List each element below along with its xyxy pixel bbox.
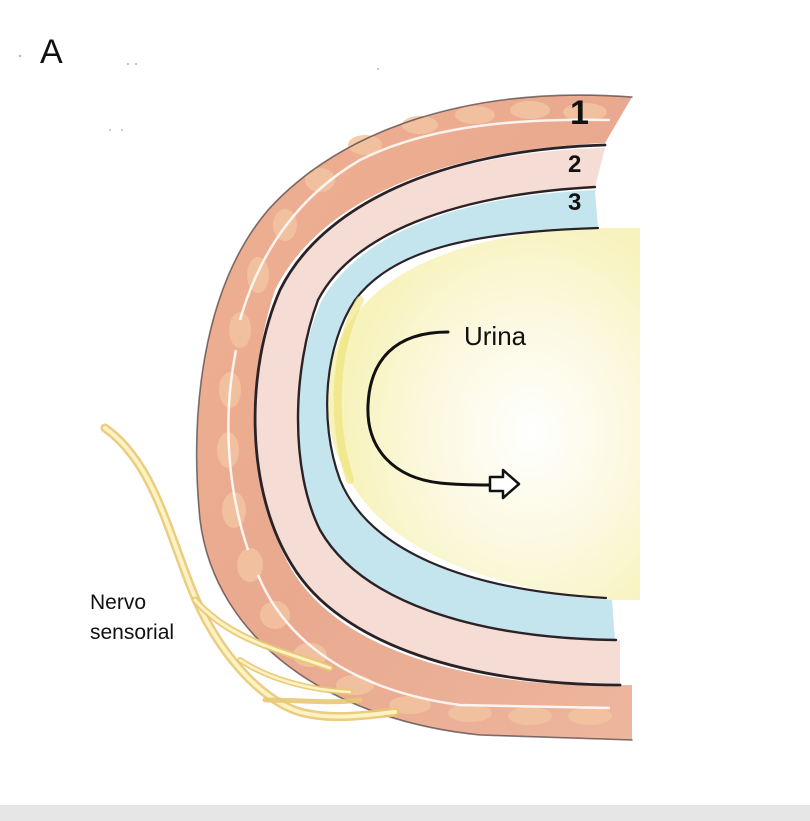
muscle-white-lines: [227, 118, 611, 710]
paper-specks: [18, 54, 379, 131]
nerve-label-line-1: Nervo: [90, 591, 146, 614]
layer-number-3: 3: [568, 189, 581, 216]
sensory-nerve: [100, 423, 400, 722]
bottom-edge: [0, 805, 810, 821]
nerve-label-line-2: sensorial: [90, 621, 174, 644]
bladder-lumen: [326, 228, 640, 600]
layer-number-1: 1: [570, 94, 589, 132]
panel-label: A: [40, 33, 63, 71]
layer-number-2: 2: [568, 151, 581, 178]
curved-flow-arrow-icon: [366, 330, 521, 500]
urine-label: Urina: [464, 321, 527, 351]
layer-outlines: [195, 94, 633, 741]
lumen-highlight: [333, 296, 364, 484]
